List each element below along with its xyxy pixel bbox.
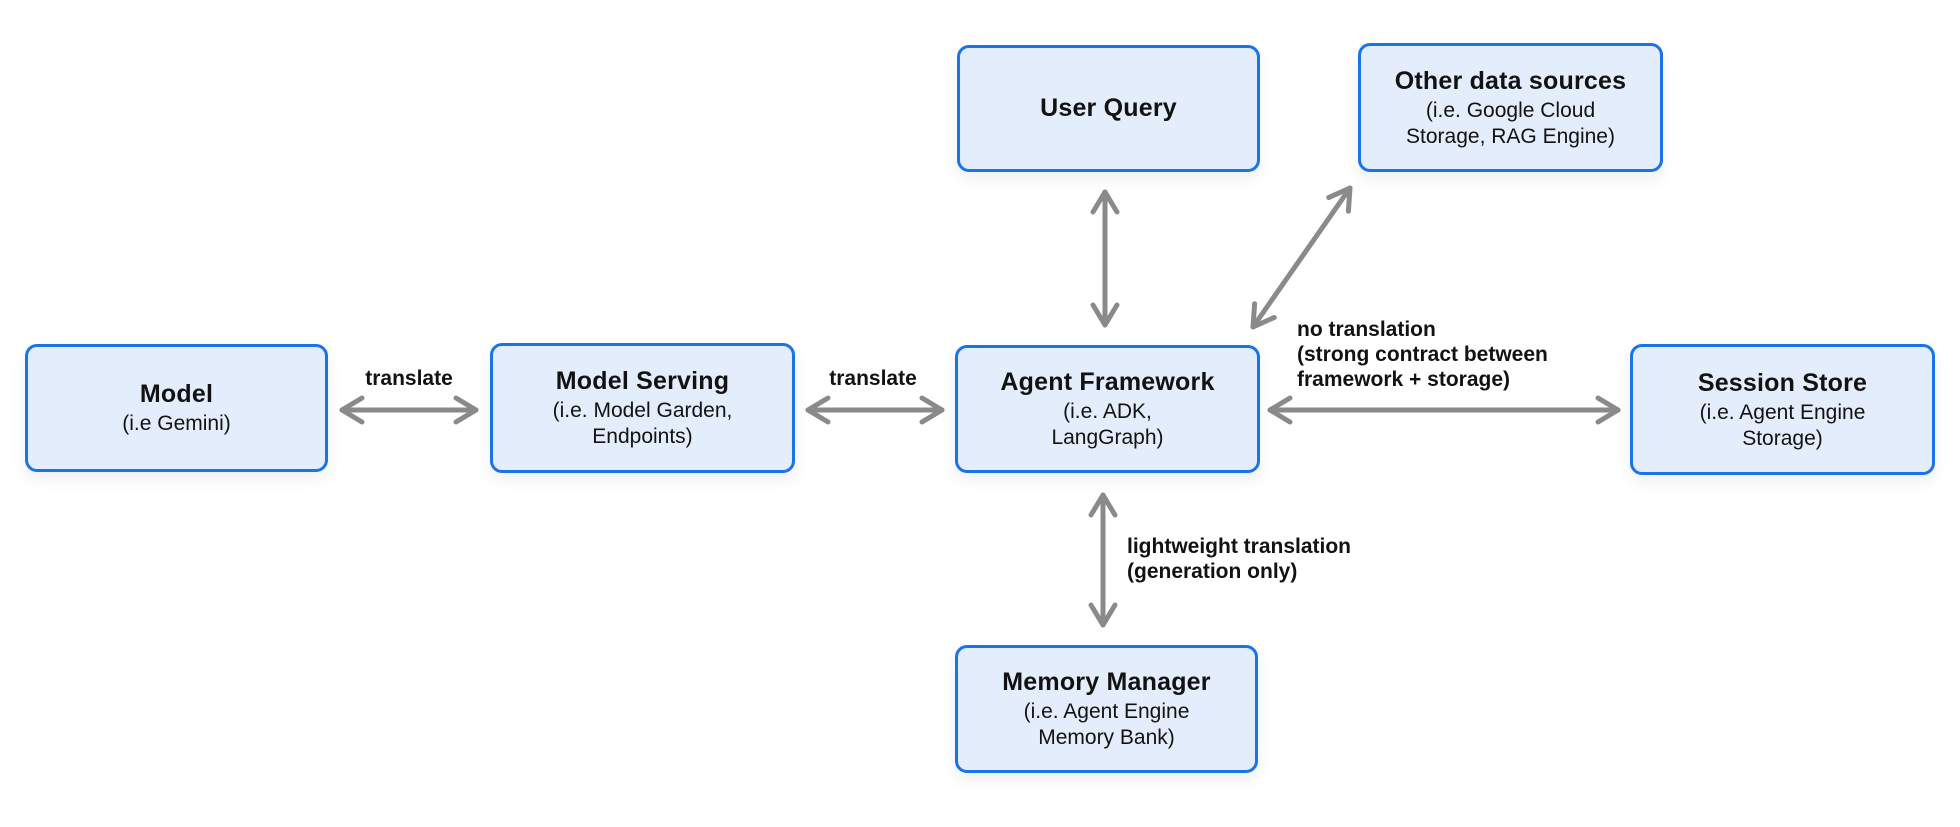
box-agent-framework: Agent Framework (i.e. ADK, LangGraph) xyxy=(955,345,1260,473)
edge-label-translate-serving: translate xyxy=(829,367,917,390)
box-model-title: Model xyxy=(139,380,214,408)
box-model-subtitle: (i.e Gemini) xyxy=(122,412,231,435)
box-other-data-sources: Other data sources (i.e. Google Cloud St… xyxy=(1358,43,1663,172)
box-memory-manager-title: Memory Manager xyxy=(1002,668,1211,696)
box-session-store: Session Store (i.e. Agent Engine Storage… xyxy=(1630,344,1935,475)
box-other-data-sources-subtitle: (i.e. Google Cloud Storage, RAG Engine) xyxy=(1406,98,1615,148)
box-session-store-subtitle: (i.e. Agent Engine Storage) xyxy=(1699,400,1866,450)
edge-label-lightweight-translation: lightweight translation (generation only… xyxy=(1127,535,1351,583)
arrow-agent-framework-other-data-sources xyxy=(1250,185,1353,330)
box-model: Model (i.e Gemini) xyxy=(25,344,328,472)
box-memory-manager: Memory Manager (i.e. Agent Engine Memory… xyxy=(955,645,1258,773)
box-other-data-sources-title: Other data sources xyxy=(1394,66,1627,95)
box-agent-framework-title: Agent Framework xyxy=(1000,368,1215,396)
box-agent-framework-subtitle: (i.e. ADK, LangGraph) xyxy=(1051,400,1164,449)
edge-label-translate-model: translate xyxy=(365,367,453,390)
box-session-store-title: Session Store xyxy=(1697,368,1868,397)
edge-label-no-translation: no translation (strong contract between … xyxy=(1297,318,1548,391)
box-model-serving: Model Serving (i.e. Model Garden, Endpoi… xyxy=(490,343,795,473)
box-memory-manager-subtitle: (i.e. Agent Engine Memory Bank) xyxy=(1023,700,1190,749)
box-user-query-title: User Query xyxy=(1040,94,1177,122)
box-model-serving-title: Model Serving xyxy=(555,367,730,395)
box-user-query: User Query xyxy=(957,45,1260,172)
box-model-serving-subtitle: (i.e. Model Garden, Endpoints) xyxy=(552,399,733,448)
